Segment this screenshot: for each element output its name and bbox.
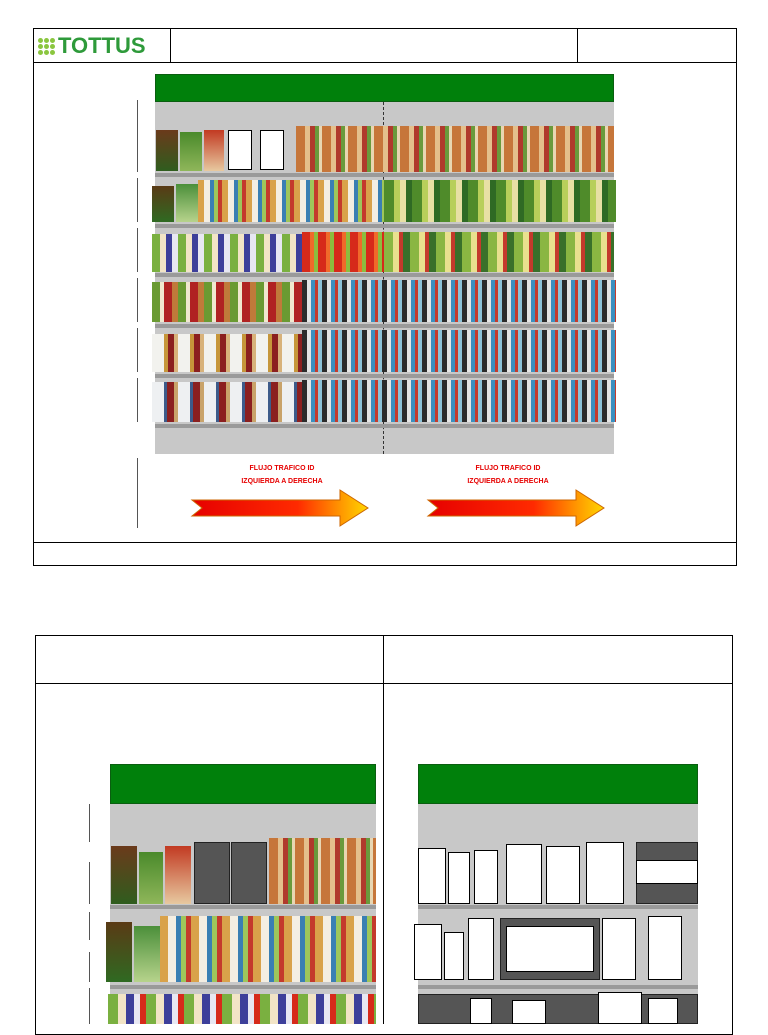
empty-slot <box>260 130 284 170</box>
product-facing-group <box>302 330 616 372</box>
empty-slot <box>586 842 624 904</box>
empty-slot <box>468 918 494 980</box>
product-facing-group <box>269 838 376 904</box>
bottom-column-divider <box>383 635 384 1024</box>
shelf-rail <box>110 985 376 989</box>
empty-slot <box>512 1000 546 1024</box>
product-facing-group <box>152 234 302 272</box>
product-facing-group <box>302 232 384 272</box>
empty-slot <box>648 998 678 1024</box>
traffic-flow-arrow-icon <box>426 489 605 527</box>
product-facing <box>106 922 132 982</box>
tottus-logo: TOTTUS <box>38 33 166 59</box>
traffic-flow-label: FLUJO TRAFICO ID IZQUIERDA A DERECHA <box>418 462 598 488</box>
bottom-header-divider <box>35 683 733 684</box>
shelf-rail <box>110 905 376 909</box>
traffic-flow-label-line2: IZQUIERDA A DERECHA <box>241 478 323 485</box>
height-marker <box>137 278 138 322</box>
header-right-cell-divider <box>577 28 578 62</box>
product-facing <box>111 846 137 904</box>
empty-slot <box>598 992 642 1024</box>
empty-slot <box>418 848 446 904</box>
fixture-header-top <box>155 74 614 102</box>
shelf-rail <box>155 273 614 277</box>
product-facing-group <box>384 180 616 222</box>
product-facing <box>152 186 174 222</box>
product-facing <box>176 184 198 222</box>
shelf-rail <box>155 324 614 328</box>
shelf-rail <box>155 424 614 428</box>
product-facing <box>204 130 224 171</box>
height-marker <box>89 952 90 982</box>
empty-slot <box>506 844 542 904</box>
fixture-body-bottom-left <box>110 804 376 1024</box>
height-marker <box>89 912 90 940</box>
empty-slot <box>470 998 492 1024</box>
shelf-rail <box>418 905 698 909</box>
empty-slot <box>648 916 682 980</box>
product-facing-group <box>152 382 302 422</box>
product-facing-group <box>384 232 614 272</box>
logo-cell-divider <box>170 28 171 62</box>
product-facing-group <box>152 334 302 372</box>
planogram-sheet-top <box>33 28 737 566</box>
traffic-flow-label: FLUJO TRAFICO ID IZQUIERDA A DERECHA <box>192 462 372 488</box>
shelf-rail <box>155 224 614 228</box>
product-facing-group <box>296 126 614 172</box>
product-facing-group <box>160 916 376 982</box>
product-facing <box>180 132 202 171</box>
height-marker <box>137 378 138 422</box>
height-marker <box>89 804 90 842</box>
product-facing <box>156 130 178 171</box>
traffic-flow-label-line2: IZQUIERDA A DERECHA <box>467 478 549 485</box>
empty-slot <box>546 846 580 904</box>
fixture-module-divider <box>383 102 384 454</box>
footer-divider <box>33 542 737 543</box>
logo-wordmark: TOTTUS <box>58 33 146 58</box>
shelf-rail <box>418 985 698 989</box>
height-marker <box>137 458 138 528</box>
empty-slot <box>444 932 464 980</box>
empty-slot <box>636 860 698 884</box>
shelf-rail <box>155 173 614 177</box>
product-facing-group <box>302 280 616 322</box>
empty-slot-dark <box>231 842 267 904</box>
shelf-rail <box>155 374 614 378</box>
product-facing-group <box>302 380 616 422</box>
header-divider <box>33 62 737 63</box>
traffic-flow-arrow-icon <box>190 489 369 527</box>
product-facing <box>134 926 160 982</box>
fixture-body-bottom-right <box>418 804 698 1024</box>
fixture-header-bottom-left <box>110 764 376 804</box>
height-marker <box>89 862 90 904</box>
product-facing-group <box>152 282 302 322</box>
product-facing-group <box>108 994 376 1024</box>
empty-slot <box>506 926 594 972</box>
height-marker <box>89 988 90 1024</box>
fixture-header-bottom-right <box>418 764 698 804</box>
height-marker <box>137 100 138 172</box>
product-facing-group <box>198 180 384 222</box>
product-facing <box>139 852 163 904</box>
height-marker <box>137 228 138 272</box>
logo-dots-icon <box>38 37 55 55</box>
height-marker <box>137 178 138 222</box>
empty-slot <box>414 924 442 980</box>
empty-slot-dark <box>194 842 230 904</box>
product-facing <box>165 846 191 904</box>
empty-slot <box>474 850 498 904</box>
empty-slot <box>602 918 636 980</box>
empty-slot <box>228 130 252 170</box>
traffic-flow-label-line1: FLUJO TRAFICO ID <box>475 465 541 472</box>
height-marker <box>137 328 138 372</box>
traffic-flow-label-line1: FLUJO TRAFICO ID <box>249 465 315 472</box>
empty-slot <box>448 852 470 904</box>
